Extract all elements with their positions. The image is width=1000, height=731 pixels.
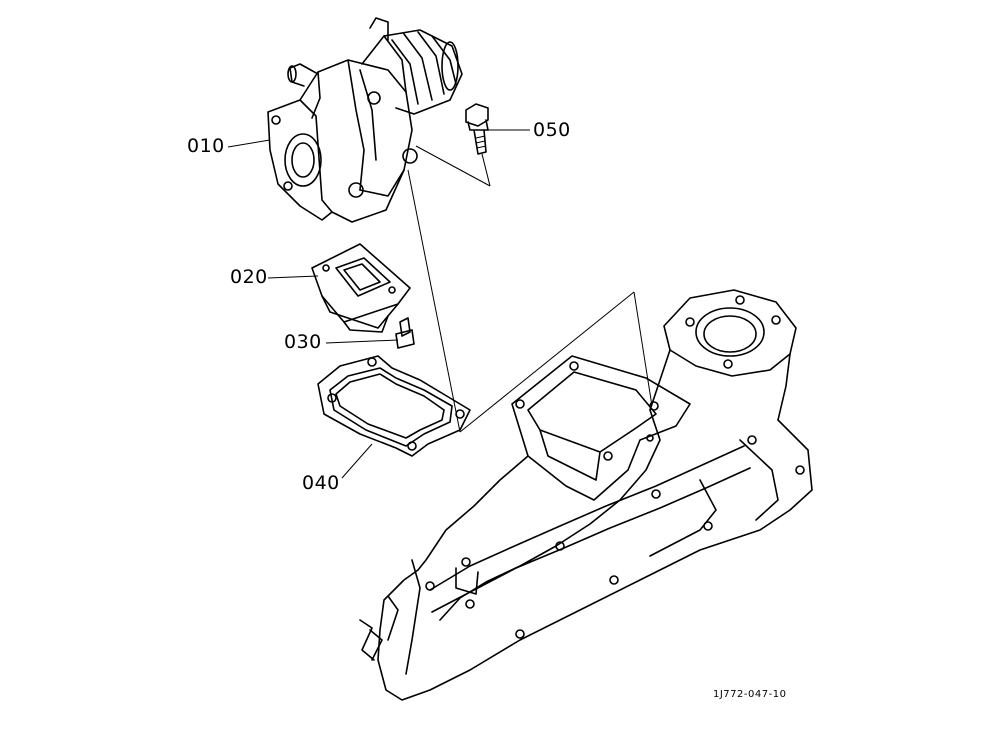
egr-valve-part	[267, 17, 463, 223]
bolt-part	[465, 103, 489, 155]
screw-part	[395, 317, 415, 349]
reed-valve-part	[311, 243, 411, 333]
manifold-part	[359, 289, 813, 701]
leader-lines	[227, 129, 653, 479]
callout-050: 050	[533, 119, 571, 141]
callout-020: 020	[230, 266, 268, 288]
figure-code: 1J772-047-10	[713, 689, 787, 700]
gasket-part	[317, 355, 471, 457]
callout-030: 030	[284, 331, 322, 353]
callout-040: 040	[302, 472, 340, 494]
callout-010: 010	[187, 135, 225, 157]
